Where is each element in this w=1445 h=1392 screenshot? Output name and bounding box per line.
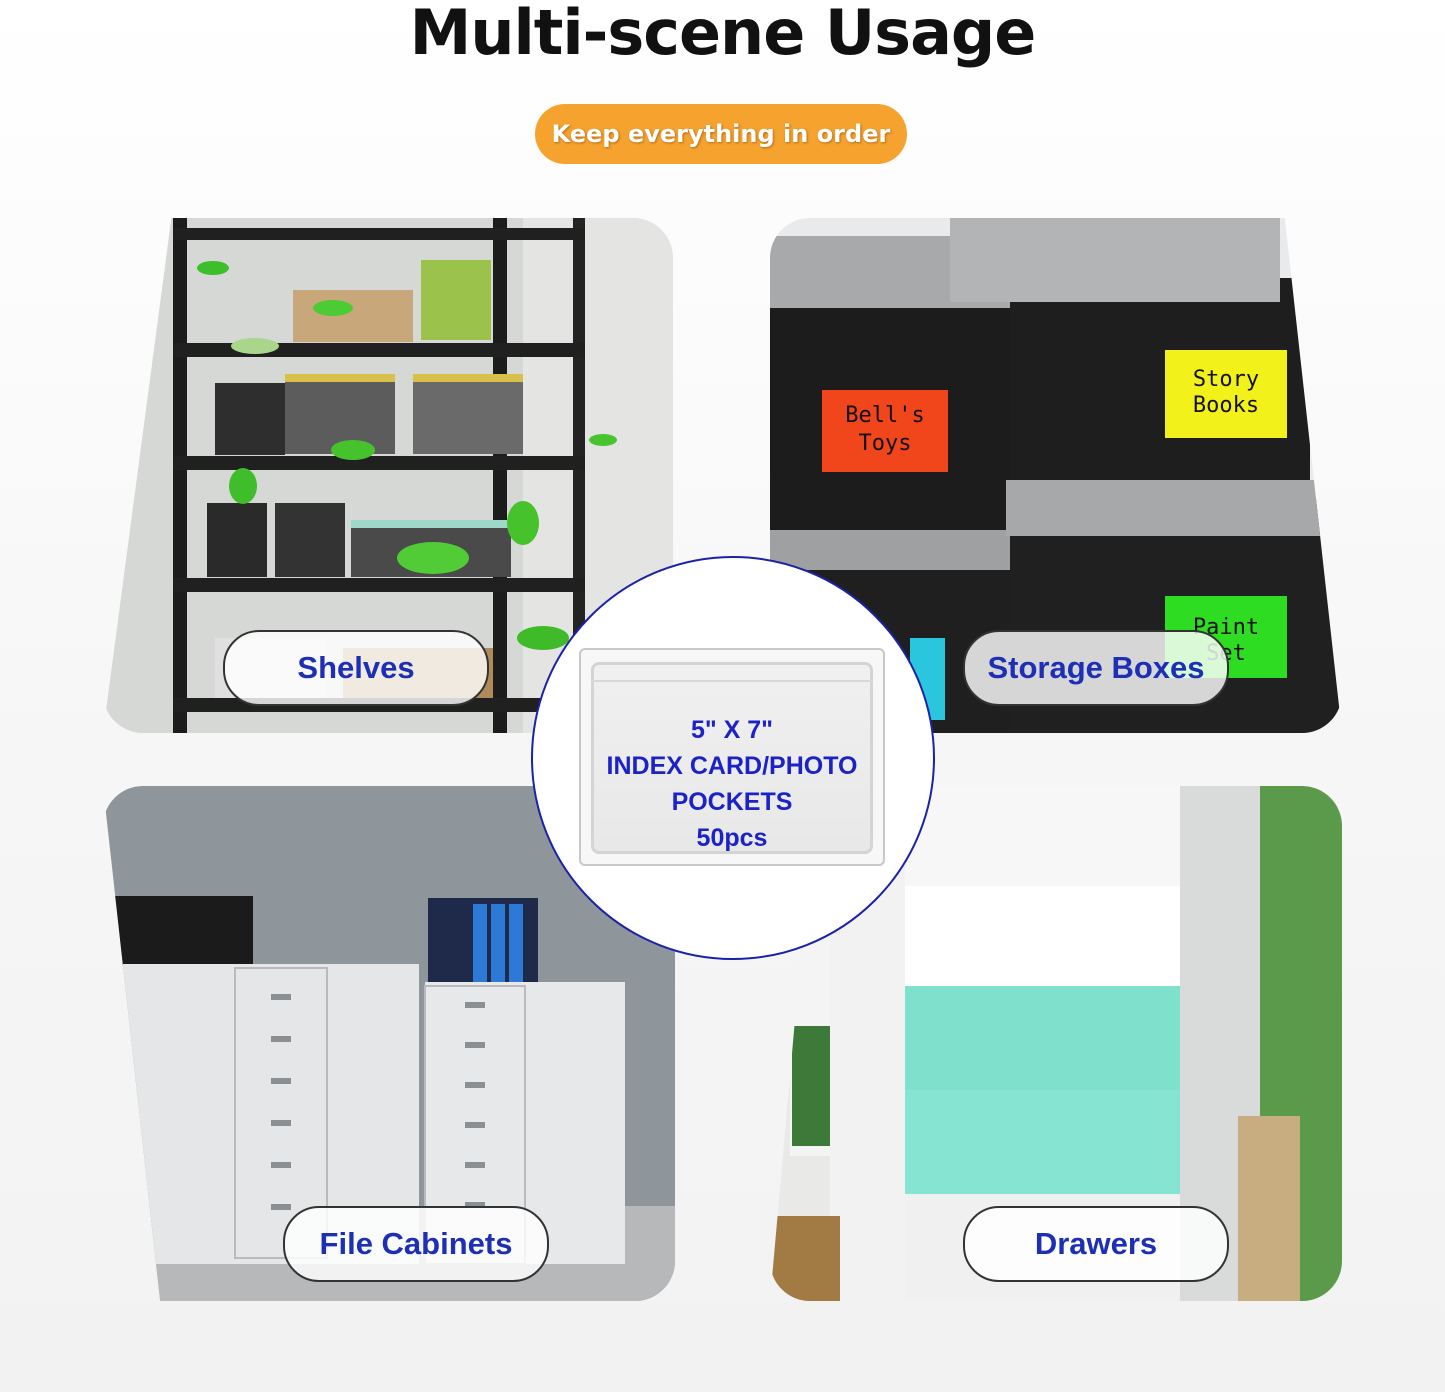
label-storage-boxes: Storage Boxes	[963, 630, 1229, 706]
page-title: Multi-scene Usage	[409, 0, 1037, 69]
pocket-image: 5" X 7" INDEX CARD/PHOTO POCKETS 50pcs	[579, 648, 885, 866]
product-line2: POCKETS	[671, 788, 793, 816]
panel-storage-boxes: Bell's Toys Story Books Paint Set Storag…	[770, 218, 1342, 733]
product-count: 50pcs	[696, 824, 768, 852]
box-label-yellow-line1: Story	[1193, 367, 1259, 392]
box-label-yellow-line2: Books	[1193, 393, 1259, 418]
tagline-badge: Keep everything in order	[535, 104, 907, 164]
label-shelves: Shelves	[223, 630, 489, 706]
panel-shelves: Shelves	[103, 218, 673, 733]
product-line1: INDEX CARD/PHOTO	[606, 752, 858, 780]
label-file-cabinets: File Cabinets	[283, 1206, 549, 1282]
product-size: 5" X 7"	[690, 716, 774, 744]
product-text: 5" X 7" INDEX CARD/PHOTO POCKETS 50pcs	[581, 712, 883, 856]
shelves-scene-image	[103, 218, 673, 733]
pocket-fold-line	[591, 680, 873, 682]
label-drawers: Drawers	[963, 1206, 1229, 1282]
box-label-orange-line1: Bell's	[845, 403, 924, 428]
box-label-orange-line2: Toys	[859, 431, 912, 456]
product-badge: 5" X 7" INDEX CARD/PHOTO POCKETS 50pcs	[531, 556, 935, 960]
pocket-sleeve	[591, 662, 873, 854]
